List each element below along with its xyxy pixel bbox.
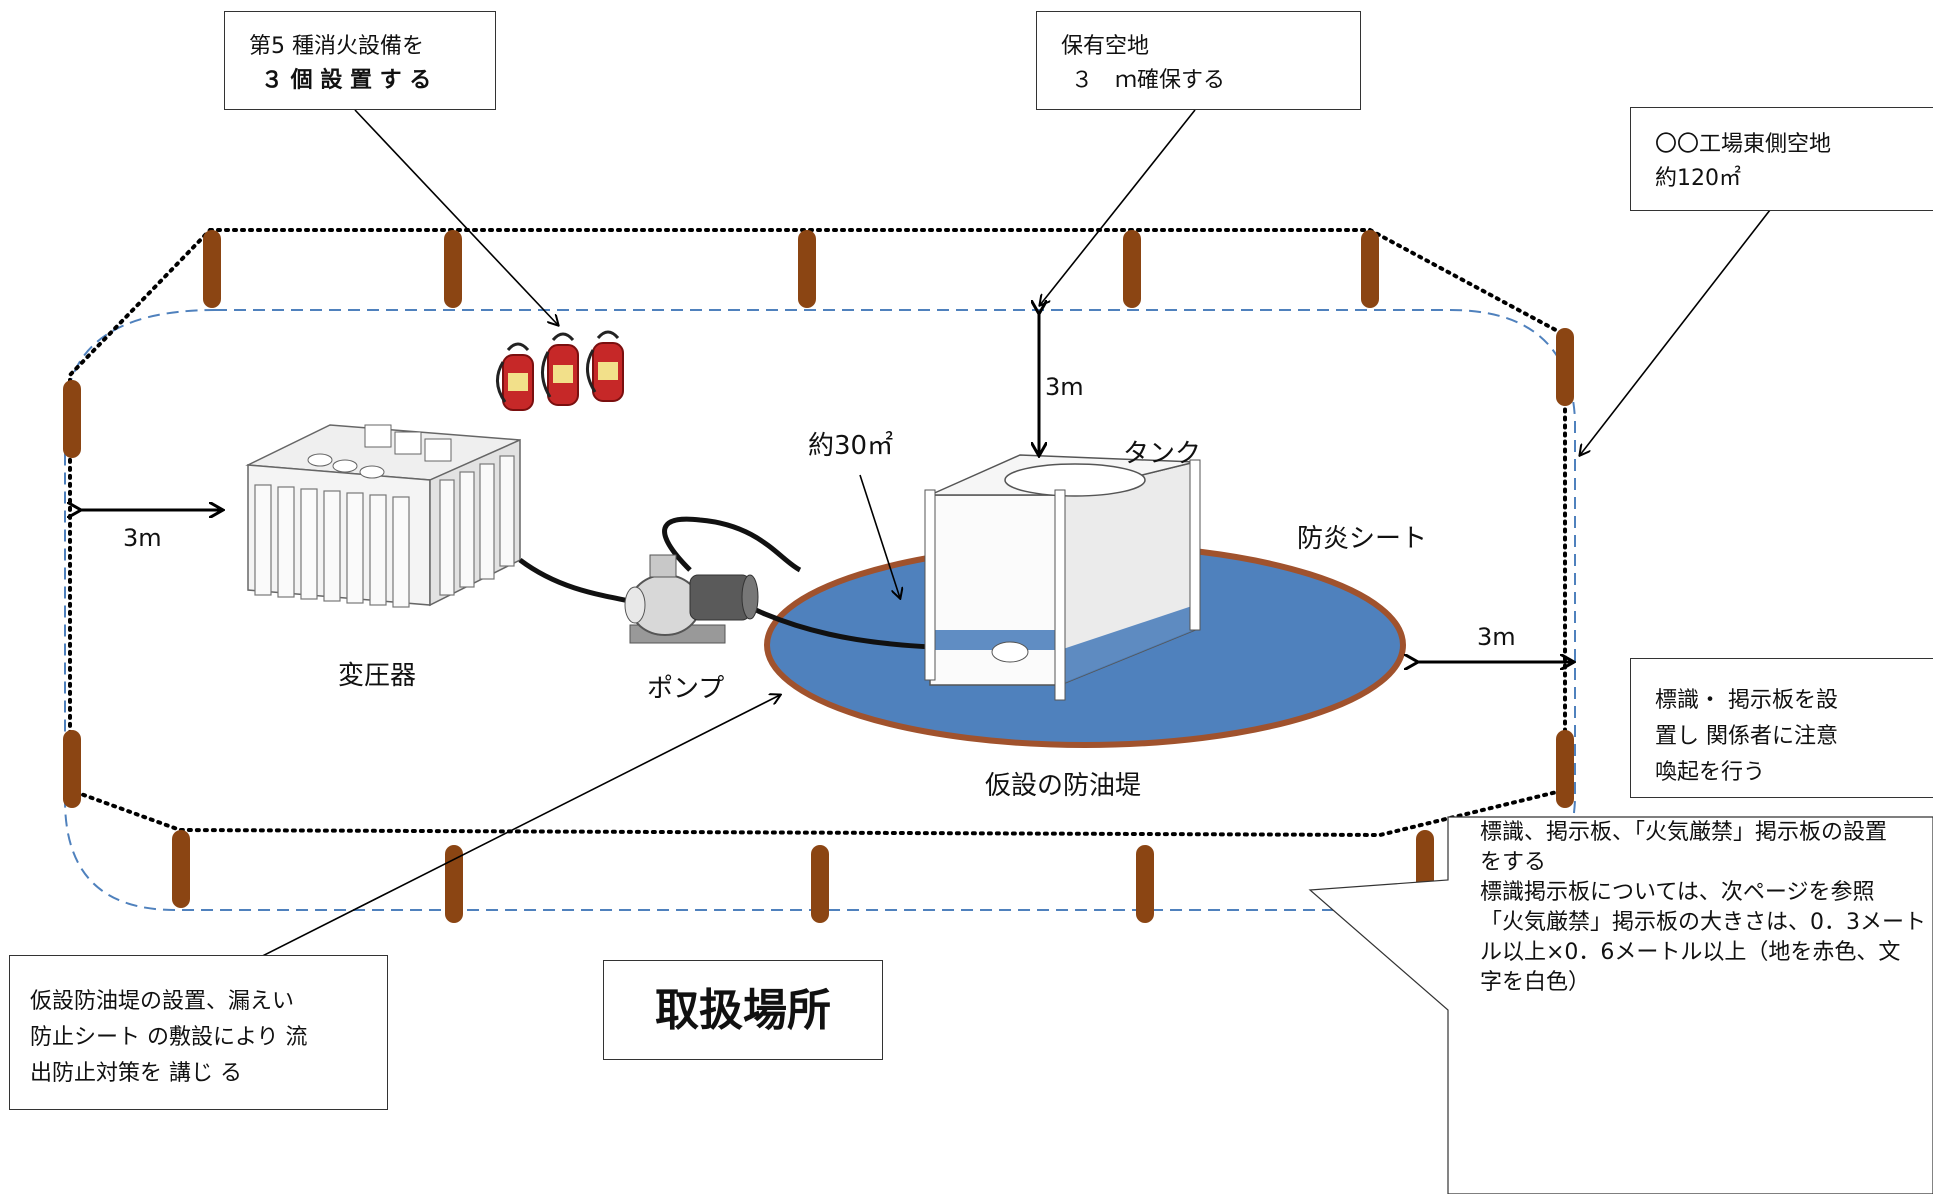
fire-sheet-label: 防炎シート	[1297, 524, 1428, 554]
fence-post	[63, 380, 81, 458]
signage-callout: 標識・ 掲示板を設 置し 関係者に注意 喚起を行う	[1630, 658, 1933, 798]
outflow-callout: 仮設防油堤の設置、漏えい 防止シート の敷設により 流 出防止対策を 講じ る	[9, 955, 388, 1110]
extinguisher-callout-line2: ３ 個 設 置 す る	[261, 68, 432, 93]
hose	[662, 516, 802, 573]
note-line: 「火気厳禁」掲示板の大きさは、0．3メート	[1480, 910, 1926, 935]
dike-label: 仮設の防油堤	[985, 771, 1142, 801]
note-text: 標識、掲示板、「火気厳禁」掲示板の設置 をする 標識掲示板については、次ページを…	[1480, 818, 1926, 998]
site-callout: 〇〇工場東側空地 約120㎡	[1630, 107, 1933, 211]
note-line: 字を白色）	[1480, 970, 1591, 995]
dist-left-label: 3m	[123, 524, 162, 552]
fence-post	[1123, 230, 1141, 308]
dist-top-label: 3m	[1045, 373, 1084, 401]
leader-line	[1040, 109, 1196, 305]
leader-line	[1580, 209, 1771, 455]
note-line: をする	[1480, 850, 1547, 875]
pump-label: ポンプ	[647, 674, 725, 704]
note-line: 標識掲示板については、次ページを参照	[1480, 880, 1875, 905]
fence-post	[1556, 730, 1574, 808]
clearance-callout-line2: ３ ｍ確保する	[1071, 68, 1226, 93]
fence-post	[172, 830, 190, 908]
fence-post	[1361, 230, 1379, 308]
note-bubble	[1308, 816, 1933, 1194]
leader-line	[354, 109, 558, 325]
signage-callout-line2: 置し 関係者に注意	[1655, 724, 1838, 749]
fence-post	[1556, 328, 1574, 406]
site-callout-line1: 〇〇工場東側空地	[1655, 132, 1832, 157]
clearance-callout-line1: 保有空地	[1061, 34, 1150, 59]
outflow-callout-line1: 仮設防油堤の設置、漏えい	[30, 989, 295, 1014]
transformer-label: 変圧器	[338, 661, 417, 691]
fire-extinguisher-icon	[586, 330, 624, 402]
outflow-callout-line3: 出防止対策を 講じ る	[30, 1061, 242, 1086]
extinguisher-callout-line1: 第5 種消火設備を	[249, 34, 424, 59]
note-line: ル以上×0．6メートル以上（地を赤色、文	[1480, 940, 1901, 965]
fence-post	[445, 845, 463, 923]
signage-callout-line1: 標識・ 掲示板を設	[1655, 688, 1838, 713]
handling-area-title-box: 取扱場所	[603, 960, 883, 1060]
fire-extinguishers	[496, 330, 624, 411]
fence-post	[63, 730, 81, 808]
fence-post	[203, 230, 221, 308]
handling-area-title: 取扱場所	[655, 985, 831, 1036]
note-line: 標識、掲示板、「火気厳禁」掲示板の設置	[1480, 820, 1888, 845]
fence-post	[811, 845, 829, 923]
fence-post	[1136, 845, 1154, 923]
site-callout-line2: 約120㎡	[1655, 166, 1741, 191]
signage-callout-line3: 喚起を行う	[1655, 760, 1766, 785]
outflow-callout-line2: 防止シート の敷設により 流	[30, 1025, 308, 1050]
leader-line	[859, 474, 900, 598]
rope-fence	[68, 228, 1567, 838]
pump-illustration	[624, 554, 759, 644]
dist-right-label: 3m	[1477, 623, 1516, 651]
clearance-callout: 保有空地 ３ ｍ確保する	[1036, 11, 1361, 110]
fence-post	[798, 230, 816, 308]
area-label: 約30㎡	[808, 431, 894, 461]
extinguisher-callout: 第5 種消火設備を ３ 個 設 置 す る	[224, 11, 496, 110]
fire-extinguisher-icon	[541, 332, 579, 406]
leader-line	[194, 695, 780, 991]
tank-illustration	[924, 454, 1201, 701]
transformer-illustration	[245, 424, 521, 608]
fence-post	[444, 230, 462, 308]
fire-extinguisher-icon	[496, 342, 534, 411]
tank-label: タンク	[1123, 439, 1202, 469]
